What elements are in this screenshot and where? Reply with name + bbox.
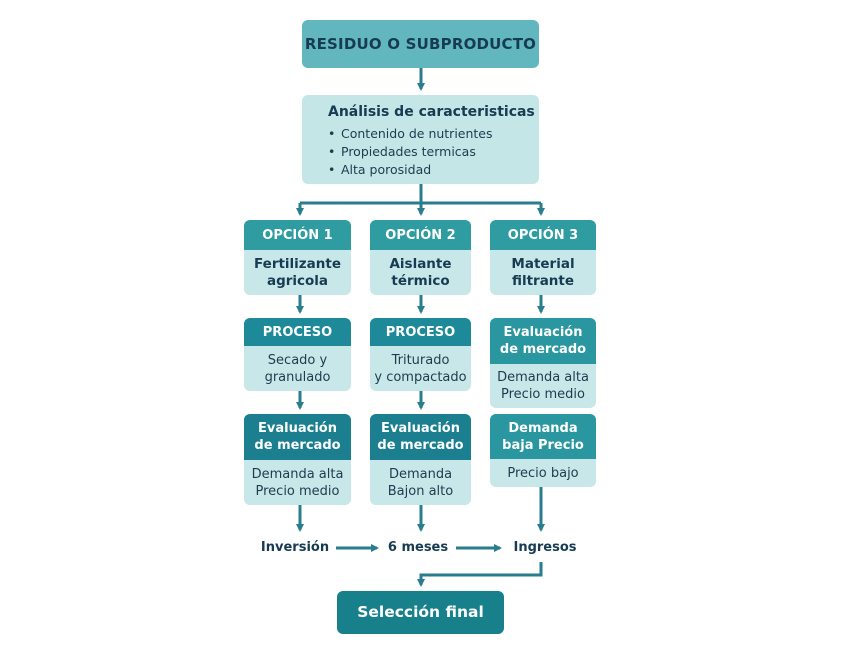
final-selection-box: Selección final: [337, 591, 504, 634]
option-1-card: OPCIÓN 1 Fertilizante agricola: [244, 220, 351, 295]
evaluation-3-description: Demanda alta Precio medio: [497, 370, 589, 402]
arrow-income-final: [417, 562, 543, 587]
demand-3-description: Precio bajo: [507, 465, 579, 481]
evaluation-1-card: Evaluación de mercado Demanda alta Preci…: [244, 414, 351, 505]
evaluation-3-card: Evaluación de mercado Demanda alta Preci…: [490, 318, 596, 408]
option-2-name: Aislante térmico: [389, 255, 452, 289]
process-2-description: Triturado y compactado: [374, 352, 467, 385]
flow-investment: Inversión: [260, 540, 330, 555]
process-2-card: PROCESO Triturado y compactado: [370, 318, 471, 391]
analysis-item: •Propiedades termicas: [328, 144, 476, 159]
evaluation-2-description: Demanda Bajon alto: [387, 466, 454, 499]
analysis-item: •Contenido de nutrientes: [328, 126, 493, 141]
evaluation-1-header: Evaluación de mercado: [244, 414, 351, 460]
option-3-card: OPCIÓN 3 Material filtrante: [490, 220, 596, 295]
option-1-header: OPCIÓN 1: [244, 220, 351, 250]
analysis-title: Análisis de caracteristicas: [328, 104, 535, 120]
process-1-header: PROCESO: [244, 318, 351, 346]
evaluation-2-card: Evaluación de mercado Demanda Bajon alto: [370, 414, 471, 505]
root-box: RESIDUO O SUBPRODUCTO: [302, 20, 539, 68]
flow-income: Ingresos: [513, 540, 577, 555]
demand-3-card: Demanda baja Precio Precio bajo: [490, 414, 596, 487]
process-2-header: PROCESO: [370, 318, 471, 346]
root-label: RESIDUO O SUBPRODUCTO: [304, 35, 537, 53]
evaluation-2-header: Evaluación de mercado: [370, 414, 471, 460]
evaluation-1-description: Demanda alta Precio medio: [251, 466, 344, 499]
analysis-box: Análisis de caracteristicas •Contenido d…: [302, 95, 539, 184]
final-selection-label: Selección final: [357, 603, 484, 621]
option-2-card: OPCIÓN 2 Aislante térmico: [370, 220, 471, 295]
option-3-header: OPCIÓN 3: [490, 220, 596, 250]
analysis-list: •Contenido de nutrientes •Propiedades te…: [328, 125, 539, 179]
option-1-name: Fertilizante agricola: [253, 255, 341, 289]
demand-3-header: Demanda baja Precio: [490, 414, 596, 459]
analysis-item: •Alta porosidad: [328, 162, 432, 177]
option-2-header: OPCIÓN 2: [370, 220, 471, 250]
process-1-description: Secado y granulado: [264, 352, 331, 385]
evaluation-3-header: Evaluación de mercado: [490, 318, 596, 364]
flow-six-months: 6 meses: [387, 540, 449, 555]
process-1-card: PROCESO Secado y granulado: [244, 318, 351, 391]
option-3-name: Material filtrante: [511, 255, 575, 289]
